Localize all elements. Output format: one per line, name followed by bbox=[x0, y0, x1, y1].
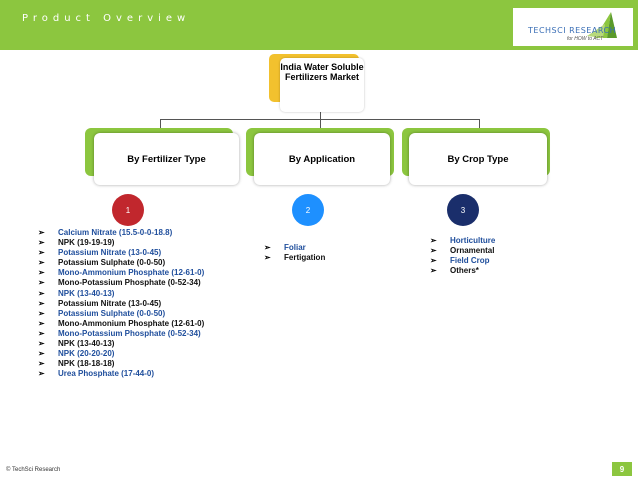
list-item: ➢ Mono-Ammonium Phosphate (12-61-0) bbox=[38, 268, 228, 278]
category-crop-type: By Crop Type bbox=[409, 133, 547, 185]
list-item: ➢ Potassium Nitrate (13-0-45) bbox=[38, 299, 228, 309]
arrow-bullet-icon: ➢ bbox=[38, 228, 45, 237]
arrow-bullet-icon: ➢ bbox=[264, 253, 271, 263]
connector-right-down bbox=[479, 119, 480, 128]
list-item-text: Potassium Nitrate (13-0-45) bbox=[58, 248, 162, 258]
arrow-bullet-icon: ➢ bbox=[264, 243, 271, 252]
arrow-bullet-icon: ➢ bbox=[38, 318, 45, 328]
list-item-text: NPK (19-19-19) bbox=[58, 238, 115, 248]
list-item-text: Potassium Nitrate (13-0-45) bbox=[58, 298, 162, 308]
list-item-text: Calcium Nitrate (15.5-0-0-18.8) bbox=[58, 228, 173, 237]
arrow-bullet-icon: ➢ bbox=[38, 349, 45, 359]
list-item: ➢ Field Crop bbox=[430, 256, 550, 266]
list-item-text: Urea Phosphate (17-44-0) bbox=[58, 369, 155, 379]
arrow-bullet-icon: ➢ bbox=[430, 256, 437, 266]
arrow-bullet-icon: ➢ bbox=[38, 359, 45, 369]
connector-middle-down bbox=[320, 119, 321, 128]
list-item-text: Ornamental bbox=[450, 246, 495, 256]
list-item: ➢ Calcium Nitrate (15.5-0-0-18.8) bbox=[38, 228, 228, 238]
number-badge-2: 2 bbox=[292, 194, 324, 226]
application-list: ➢ Foliar ➢ Fertigation bbox=[264, 243, 384, 263]
arrow-bullet-icon: ➢ bbox=[430, 246, 437, 256]
list-item-text: Mono-Ammonium Phosphate (12-61-0) bbox=[58, 268, 205, 278]
arrow-bullet-icon: ➢ bbox=[38, 308, 45, 318]
category-application-label: By Application bbox=[288, 153, 356, 165]
category-fertilizer-type-label: By Fertilizer Type bbox=[127, 153, 206, 165]
list-item-text: NPK (13-40-13) bbox=[58, 288, 115, 298]
list-item: ➢ NPK (13-40-13) bbox=[38, 289, 228, 299]
list-item: ➢ NPK (13-40-13) bbox=[38, 339, 228, 349]
list-item: ➢ Horticulture bbox=[430, 236, 550, 246]
page-title: Product Overview bbox=[22, 13, 191, 24]
arrow-bullet-icon: ➢ bbox=[38, 339, 45, 349]
logo-brand-text: TECHSCI RESEARCH bbox=[528, 26, 617, 35]
category-fertilizer-type: By Fertilizer Type bbox=[94, 133, 239, 185]
list-item: ➢ Mono-Potassium Phosphate (0-52-34) bbox=[38, 278, 228, 288]
list-item-text: Horticulture bbox=[450, 236, 496, 245]
list-item: ➢ Ornamental bbox=[430, 246, 550, 256]
crop-type-list: ➢ Horticulture ➢ Ornamental ➢ Field Crop ➢ Othe… bbox=[430, 236, 550, 276]
list-item-text: Foliar bbox=[284, 243, 306, 252]
arrow-bullet-icon: ➢ bbox=[38, 288, 45, 298]
list-item-text: Mono-Ammonium Phosphate (12-61-0) bbox=[58, 318, 205, 328]
list-item-text: Fertigation bbox=[284, 253, 326, 263]
root-node: India Water Soluble Fertilizers Market bbox=[280, 58, 364, 112]
list-item: ➢ NPK (19-19-19) bbox=[38, 238, 228, 248]
root-node-label: India Water Soluble Fertilizers Market bbox=[280, 62, 364, 82]
arrow-bullet-icon: ➢ bbox=[38, 369, 45, 379]
number-badge-1: 1 bbox=[112, 194, 144, 226]
connector-left-down bbox=[160, 119, 161, 128]
fertilizer-type-list: ➢ Calcium Nitrate (15.5-0-0-18.8) ➢ NPK (19… bbox=[38, 228, 228, 379]
arrow-bullet-icon: ➢ bbox=[38, 268, 45, 278]
list-item: ➢ Urea Phosphate (17-44-0) bbox=[38, 369, 228, 379]
number-badge-2-text: 2 bbox=[305, 205, 311, 215]
list-item: ➢ NPK (18-18-18) bbox=[38, 359, 228, 369]
list-item: ➢ Foliar bbox=[264, 243, 384, 253]
logo-tagline: for HOW to ACT bbox=[567, 36, 604, 42]
connector-root-down bbox=[320, 112, 321, 119]
arrow-bullet-icon: ➢ bbox=[38, 298, 45, 308]
list-item-text: Others* bbox=[450, 266, 479, 276]
number-badge-3: 3 bbox=[447, 194, 479, 226]
arrow-bullet-icon: ➢ bbox=[430, 266, 437, 276]
list-item-text: NPK (20-20-20) bbox=[58, 349, 115, 359]
connector-horizontal bbox=[160, 119, 479, 120]
list-item: ➢ Others* bbox=[430, 266, 550, 276]
number-badge-1-text: 1 bbox=[125, 205, 131, 215]
list-item: ➢ NPK (20-20-20) bbox=[38, 349, 228, 359]
techsci-logo: TECHSCI RESEARCH for HOW to ACT bbox=[513, 8, 633, 46]
arrow-bullet-icon: ➢ bbox=[38, 238, 45, 248]
number-badge-3-text: 3 bbox=[460, 205, 466, 215]
footer-copyright: © TechSci Research bbox=[6, 467, 61, 473]
list-item-text: Potassium Sulphate (0-0-50) bbox=[58, 308, 166, 318]
page-number-badge: 9 bbox=[612, 462, 632, 476]
list-item-text: NPK (18-18-18) bbox=[58, 359, 115, 369]
category-crop-type-label: By Crop Type bbox=[447, 153, 509, 165]
page-number: 9 bbox=[619, 464, 625, 474]
arrow-bullet-icon: ➢ bbox=[38, 258, 45, 268]
arrow-bullet-icon: ➢ bbox=[38, 278, 45, 288]
header-bar: Product Overview TECHSCI RESEARCH for HO… bbox=[0, 0, 638, 50]
list-item: ➢ Potassium Sulphate (0-0-50) bbox=[38, 309, 228, 319]
list-item-text: Potassium Sulphate (0-0-50) bbox=[58, 258, 166, 268]
logo-graphic-icon bbox=[587, 12, 617, 38]
list-item-text: Mono-Potassium Phosphate (0-52-34) bbox=[58, 278, 201, 288]
arrow-bullet-icon: ➢ bbox=[38, 248, 45, 258]
list-item-text: NPK (13-40-13) bbox=[58, 339, 115, 349]
list-item: ➢ Potassium Sulphate (0-0-50) bbox=[38, 258, 228, 268]
list-item: ➢ Mono-Ammonium Phosphate (12-61-0) bbox=[38, 319, 228, 329]
list-item: ➢ Fertigation bbox=[264, 253, 384, 263]
list-item-text: Field Crop bbox=[450, 256, 490, 266]
list-item: ➢ Potassium Nitrate (13-0-45) bbox=[38, 248, 228, 258]
list-item-text: Mono-Potassium Phosphate (0-52-34) bbox=[58, 328, 201, 338]
list-item: ➢ Mono-Potassium Phosphate (0-52-34) bbox=[38, 329, 228, 339]
arrow-bullet-icon: ➢ bbox=[38, 328, 45, 338]
category-application: By Application bbox=[254, 133, 390, 185]
arrow-bullet-icon: ➢ bbox=[430, 236, 437, 245]
